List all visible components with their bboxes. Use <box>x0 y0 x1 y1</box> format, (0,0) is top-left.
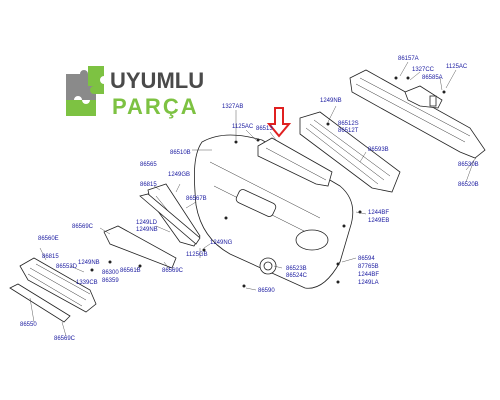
label-86815-b: 86815 <box>42 254 59 260</box>
label-86530B: 86530B <box>458 162 479 168</box>
label-1327AB: 1327AB <box>222 104 243 110</box>
highlight-arrow-icon <box>266 107 292 138</box>
label-1249LD: 1249LD <box>136 220 158 226</box>
fog-lamp-cover-part <box>259 257 277 275</box>
label-86593B: 86593B <box>368 147 389 153</box>
label-86359: 86359 <box>102 278 119 284</box>
label-86815: 86815 <box>140 182 157 188</box>
label-86300: 86300 <box>102 270 119 276</box>
label-86513: 86513 <box>256 126 273 132</box>
upper-absorber-part <box>349 69 486 159</box>
label-1249NB-mid: 1249NB <box>136 227 158 233</box>
label-86569C-a: 86569C <box>72 224 94 230</box>
label-1249NB-top: 1249NB <box>320 98 342 104</box>
label-86585A: 86585A <box>422 75 443 81</box>
label-86590: 86590 <box>258 288 275 294</box>
label-86524C: 86524C <box>286 273 308 279</box>
label-86550: 86550 <box>20 322 37 328</box>
label-86594: 86594 <box>358 256 375 262</box>
brand-logo: UYUMLU PARÇA <box>66 66 204 119</box>
label-86561B: 86561B <box>120 268 141 274</box>
stay-rod-part <box>139 193 201 245</box>
label-86567B: 86567B <box>186 196 207 202</box>
label-1249GB: 1249GB <box>168 172 190 178</box>
label-86510B: 86510B <box>170 150 191 156</box>
label-86569C-b: 86569C <box>162 268 184 274</box>
brand-line-2: PARÇA <box>112 94 199 119</box>
leader-lines <box>29 61 477 337</box>
label-1249EB: 1249EB <box>368 218 389 224</box>
bracket-assembly-right <box>404 85 443 109</box>
label-86512S: 86512S <box>338 121 359 127</box>
label-86565: 86565 <box>140 162 157 168</box>
upper-grille-bracket-part <box>257 137 333 187</box>
label-86512T: 86512T <box>338 128 359 134</box>
label-1125AC-mid: 1125AC <box>232 124 254 130</box>
center-grille-mesh-part <box>299 111 401 193</box>
grille-moulding-part <box>9 283 71 323</box>
label-87765B: 87765B <box>358 264 379 270</box>
label-1249NG: 1249NG <box>210 240 233 246</box>
label-1327CC: 1327CC <box>412 67 435 73</box>
lower-grille-part <box>19 257 97 313</box>
label-86520B: 86520B <box>458 182 479 188</box>
label-1244BF-b: 1244BF <box>358 272 379 278</box>
label-1125GB: 1125GB <box>186 252 208 258</box>
label-1249LA: 1249LA <box>358 280 379 286</box>
label-1339CB: 1339CB <box>76 280 98 286</box>
brand-line-1: UYUMLU <box>110 68 204 93</box>
label-86523B: 86523B <box>286 266 307 272</box>
label-86560E: 86560E <box>38 236 59 242</box>
label-86157A: 86157A <box>398 56 419 62</box>
bolt-icons <box>90 76 446 288</box>
puzzle-icon <box>66 66 104 116</box>
lower-reinforcement-part <box>103 225 177 269</box>
label-86569C-c: 86569C <box>54 336 76 342</box>
label-1125AC-right: 1125AC <box>446 64 468 70</box>
part-labels: 86157A 1327CC 86585A 1125AC 1249NB 86512… <box>20 56 479 342</box>
label-1249NB-left: 1249NB <box>78 260 100 266</box>
label-1244BF: 1244BF <box>368 210 389 216</box>
label-86553D: 86553D <box>56 264 78 270</box>
